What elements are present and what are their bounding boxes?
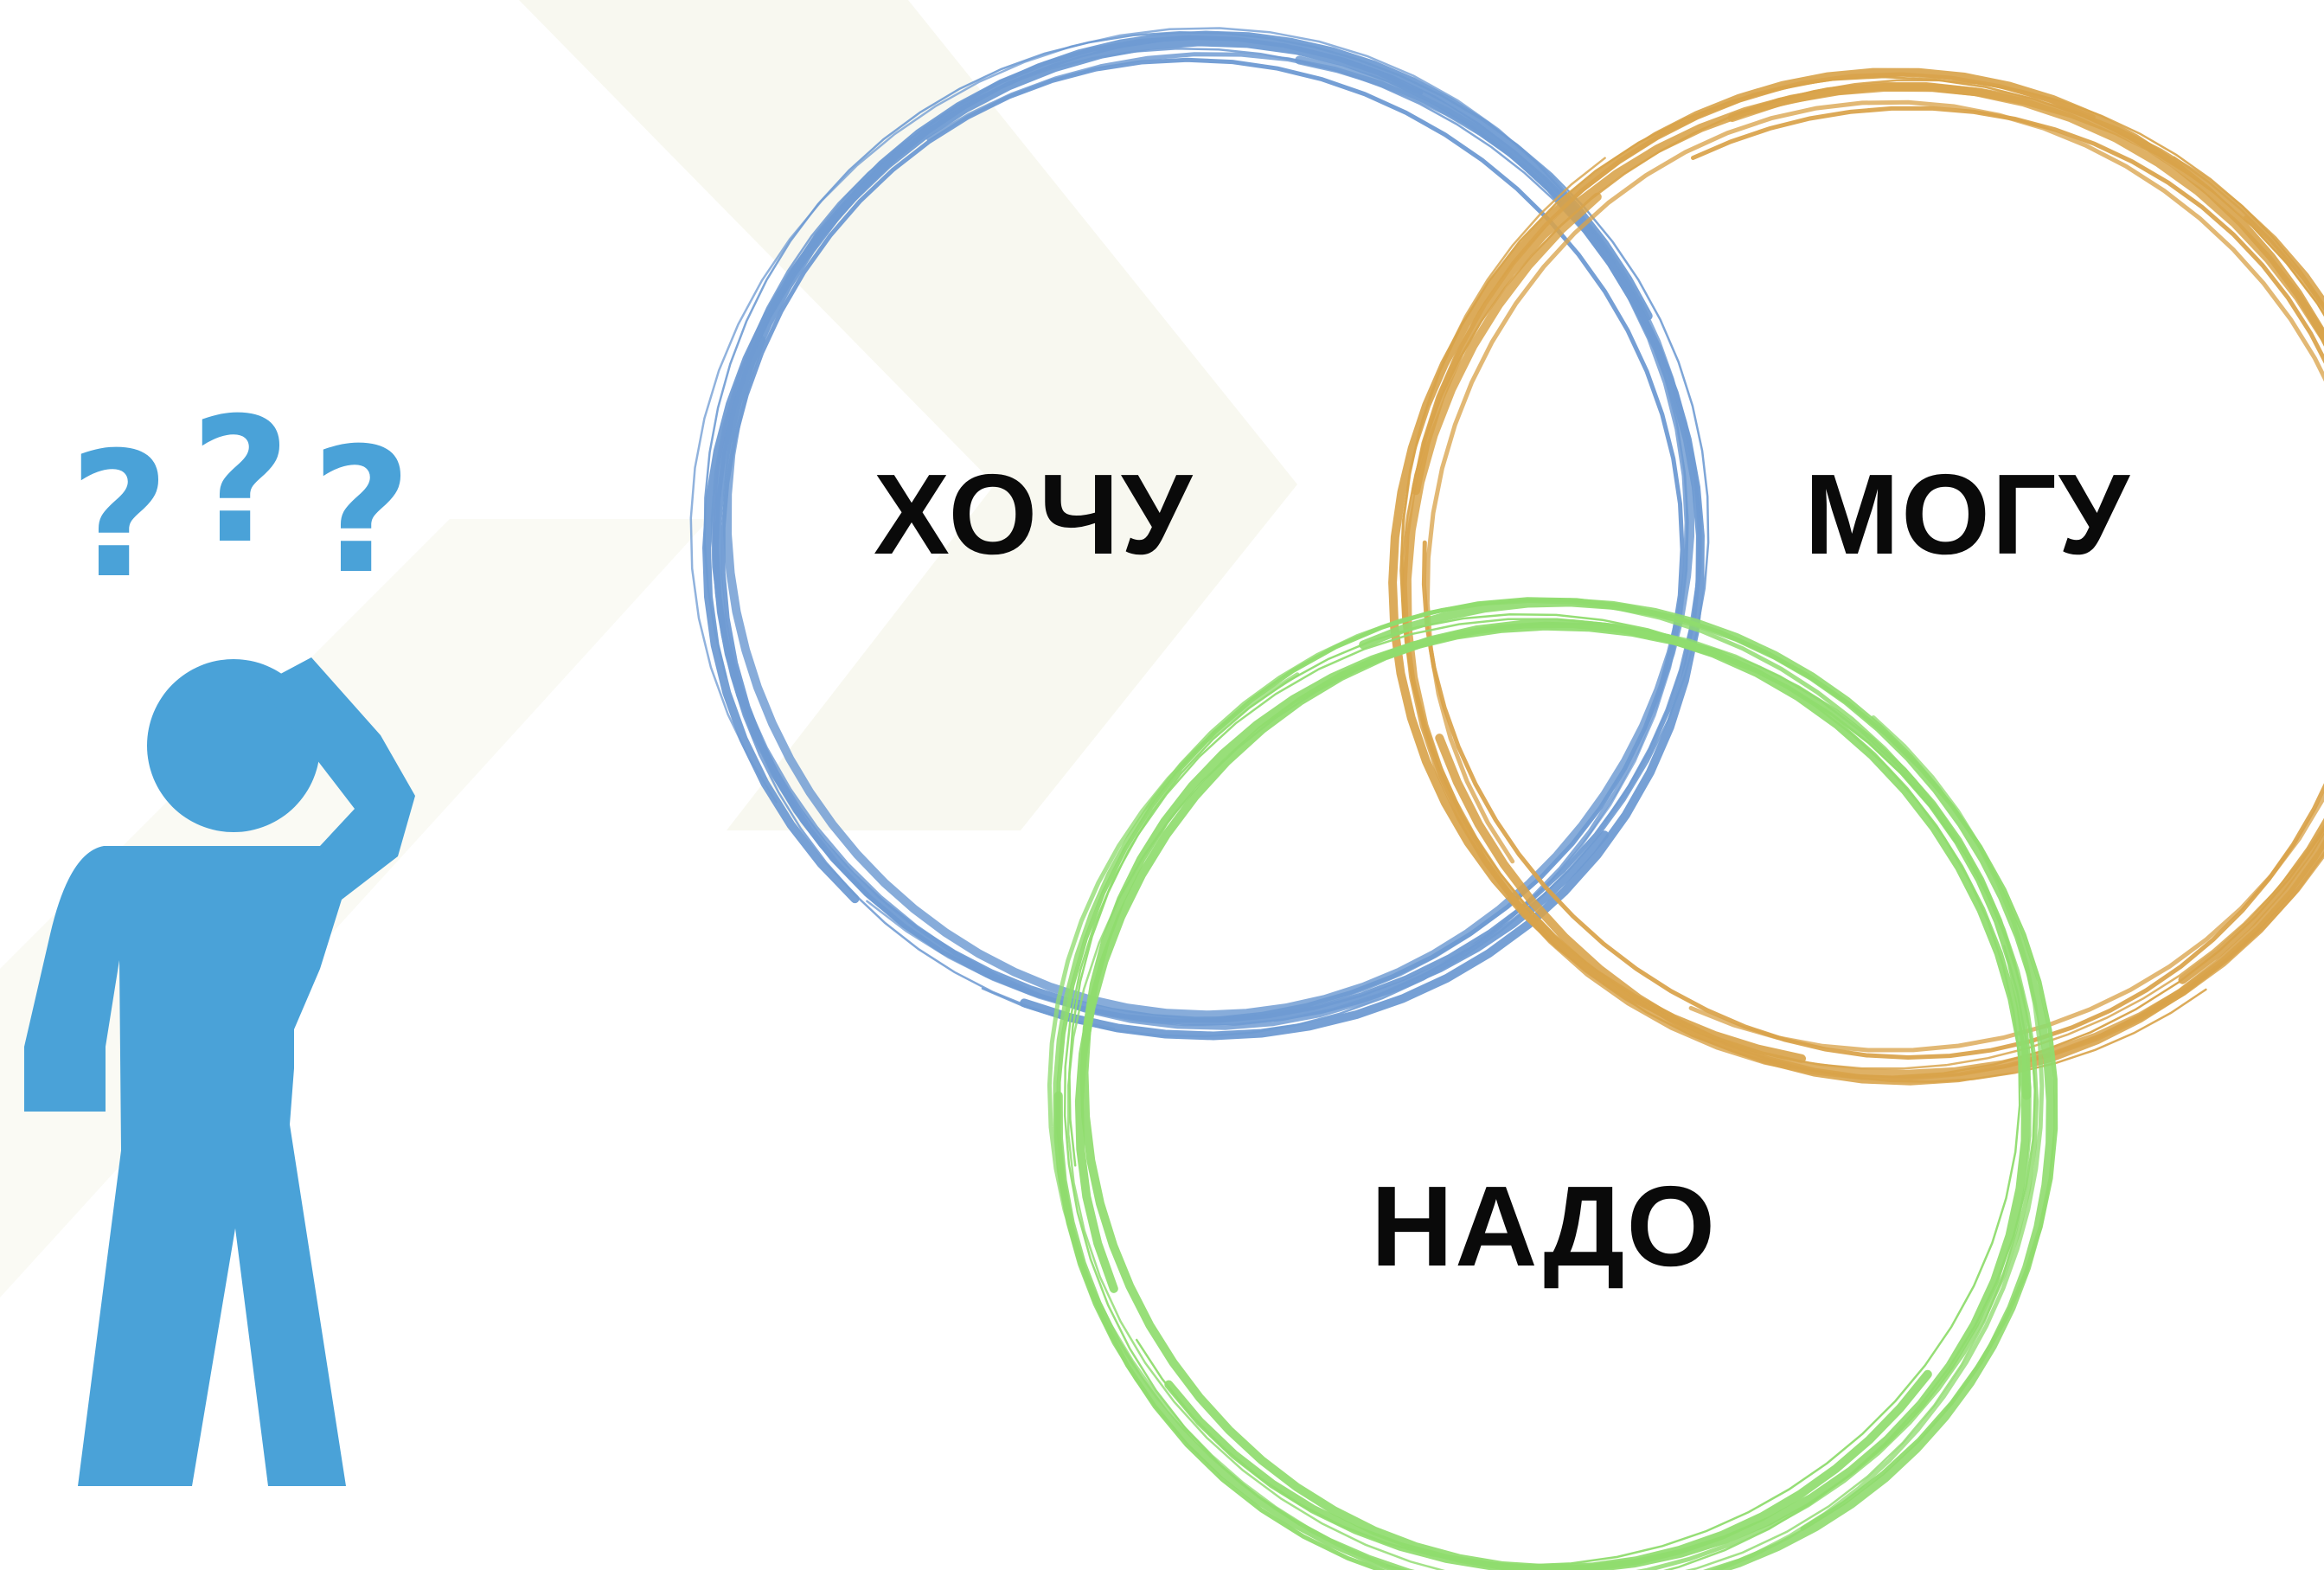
question-mark-right: ? xyxy=(311,411,412,612)
ring-need-stroke xyxy=(1068,613,2021,1567)
ring-need-stroke xyxy=(1047,672,2045,1570)
question-mark-left: ? xyxy=(69,415,170,617)
ring-can-stroke xyxy=(1424,99,2324,1053)
ring-need-stroke xyxy=(1079,621,2032,1570)
ring-want-stroke xyxy=(701,37,1705,1041)
ring-can-stroke xyxy=(1412,82,2324,1086)
ring-need-stroke xyxy=(1066,622,2032,1570)
question-mark-center: ? xyxy=(190,381,291,582)
label-want: ХОЧУ xyxy=(874,451,1194,578)
circle-need xyxy=(1047,597,2058,1570)
label-can: МОГУ xyxy=(1804,451,2131,578)
ring-can-stroke xyxy=(1400,156,2324,1070)
ring-want-stroke xyxy=(712,48,1700,1030)
ring-need-stroke xyxy=(1053,598,2039,1570)
ring-can-stroke xyxy=(1388,67,2324,1063)
ring-need-stroke xyxy=(1053,598,2055,1570)
ring-want-stroke xyxy=(714,35,1702,1023)
label-need: НАДО xyxy=(1371,1163,1717,1290)
confused-person-icon: ? ? ? xyxy=(24,381,415,1486)
